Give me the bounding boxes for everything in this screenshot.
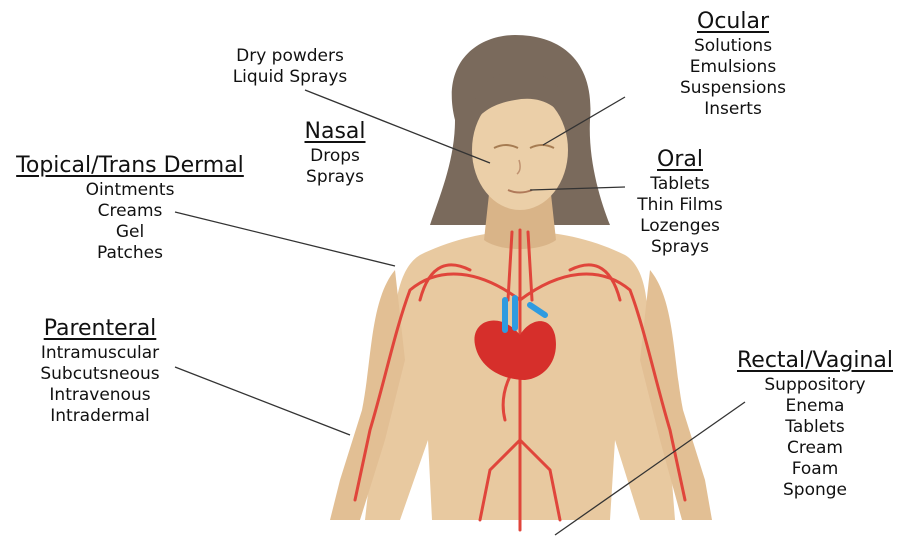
- label-nasal: Nasal Drops Sprays: [285, 118, 385, 188]
- parenteral-item: Intradermal: [25, 406, 175, 427]
- nasal-item: Sprays: [285, 167, 385, 188]
- heading-rectal-vaginal: Rectal/Vaginal: [730, 347, 900, 375]
- ocular-item: Inserts: [668, 99, 798, 120]
- label-ocular: Ocular Solutions Emulsions Suspensions I…: [668, 8, 798, 120]
- label-nasal-extra: Dry powders Liquid Sprays: [215, 46, 365, 88]
- rectal-item: Sponge: [730, 480, 900, 501]
- pointer-parenteral: [175, 367, 350, 435]
- oral-item: Sprays: [620, 237, 740, 258]
- heading-topical: Topical/Trans Dermal: [5, 152, 255, 180]
- rectal-item: Foam: [730, 459, 900, 480]
- nasal-extra-item: Dry powders: [215, 46, 365, 67]
- topical-item: Ointments: [5, 180, 255, 201]
- nasal-extra-item: Liquid Sprays: [215, 67, 365, 88]
- heading-nasal: Nasal: [285, 118, 385, 146]
- heading-oral: Oral: [620, 146, 740, 174]
- oral-item: Thin Films: [620, 195, 740, 216]
- topical-item: Patches: [5, 243, 255, 264]
- parenteral-item: Intravenous: [25, 385, 175, 406]
- rectal-item: Enema: [730, 396, 900, 417]
- label-oral: Oral Tablets Thin Films Lozenges Sprays: [620, 146, 740, 258]
- label-parenteral: Parenteral Intramuscular Subcutsneous In…: [25, 315, 175, 427]
- rectal-item: Cream: [730, 438, 900, 459]
- ocular-item: Suspensions: [668, 78, 798, 99]
- label-rectal-vaginal: Rectal/Vaginal Suppository Enema Tablets…: [730, 347, 900, 501]
- oral-item: Lozenges: [620, 216, 740, 237]
- parenteral-item: Subcutsneous: [25, 364, 175, 385]
- heading-ocular: Ocular: [668, 8, 798, 36]
- heading-parenteral: Parenteral: [25, 315, 175, 343]
- rectal-item: Suppository: [730, 375, 900, 396]
- label-topical: Topical/Trans Dermal Ointments Creams Ge…: [5, 152, 255, 264]
- oral-item: Tablets: [620, 174, 740, 195]
- topical-item: Creams: [5, 201, 255, 222]
- ocular-item: Solutions: [668, 36, 798, 57]
- ocular-item: Emulsions: [668, 57, 798, 78]
- rectal-item: Tablets: [730, 417, 900, 438]
- topical-item: Gel: [5, 222, 255, 243]
- parenteral-item: Intramuscular: [25, 343, 175, 364]
- nasal-item: Drops: [285, 146, 385, 167]
